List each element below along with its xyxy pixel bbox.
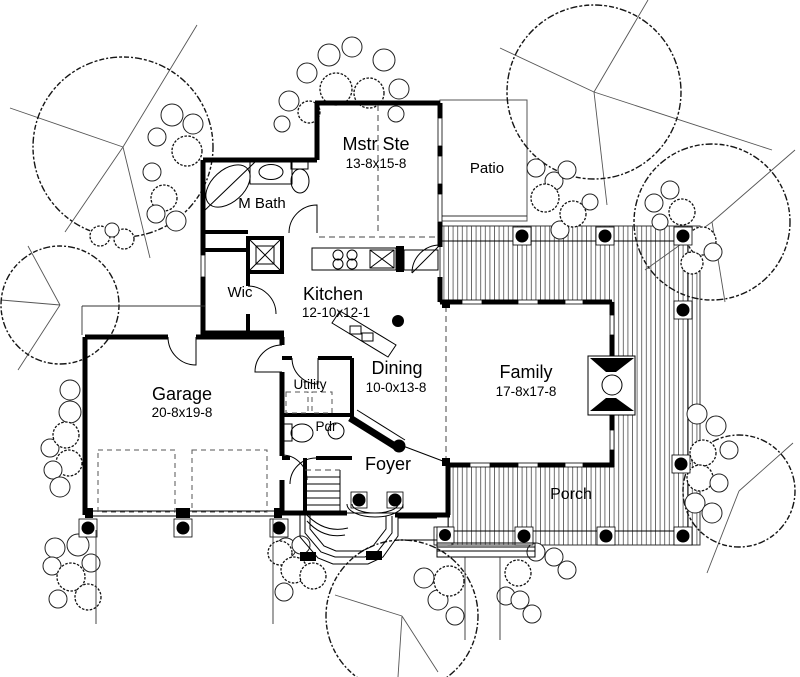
door-arcs xyxy=(167,204,442,485)
utility-pdr-fixtures xyxy=(283,391,345,443)
label-garage: Garage xyxy=(152,384,212,404)
dims-dining: 10-0x13-8 xyxy=(366,380,427,395)
entry-bay xyxy=(299,491,455,565)
bath-fixtures xyxy=(202,160,310,265)
front-walk xyxy=(436,542,536,640)
label-dining: Dining xyxy=(371,358,422,378)
fireplace xyxy=(587,355,636,416)
patio-slab xyxy=(439,99,528,222)
dims-garage: 20-8x19-8 xyxy=(152,405,213,420)
label-pdr: Pdr xyxy=(315,419,337,434)
eave-lines xyxy=(81,305,205,335)
room-labels: Mstr Ste 13-8x15-8 Patio M Bath Wic Kitc… xyxy=(152,134,592,503)
label-foyer: Foyer xyxy=(365,454,411,474)
garage-front xyxy=(78,449,289,538)
label-wic: Wic xyxy=(228,284,253,301)
dims-kitchen: 12-10x12-1 xyxy=(302,305,370,320)
bush-cluster xyxy=(40,36,739,626)
label-m-bath: M Bath xyxy=(238,195,286,212)
dims-mstr-ste: 13-8x15-8 xyxy=(346,156,407,171)
house-footprint xyxy=(85,103,612,564)
label-mstr-ste: Mstr Ste xyxy=(342,134,409,154)
kitchen-fixtures xyxy=(311,247,439,358)
label-porch: Porch xyxy=(550,486,592,503)
label-kitchen: Kitchen xyxy=(303,284,363,304)
label-family: Family xyxy=(500,362,553,382)
label-patio: Patio xyxy=(470,160,504,177)
windows xyxy=(200,117,615,468)
dims-family: 17-8x17-8 xyxy=(496,384,557,399)
driveway xyxy=(95,519,274,624)
label-utility: Utility xyxy=(294,377,327,392)
interior-walls xyxy=(203,105,450,513)
